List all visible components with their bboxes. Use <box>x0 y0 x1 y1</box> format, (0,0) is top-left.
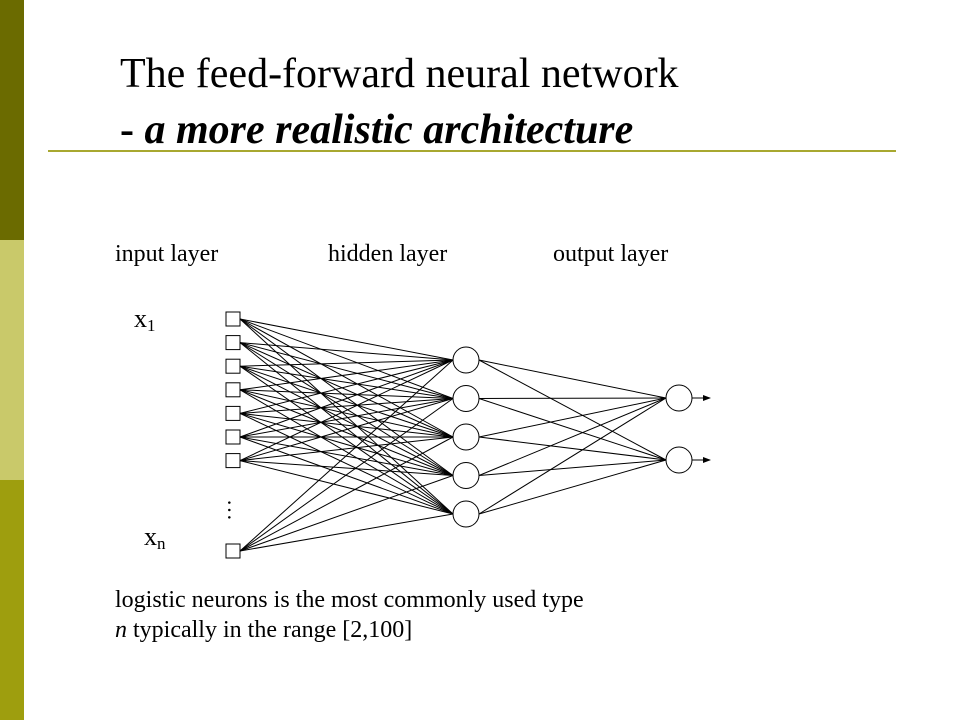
caption-line-1: logistic neurons is the most commonly us… <box>115 587 584 613</box>
slide-title: The feed-forward neural network <box>120 51 679 97</box>
connection-input-hidden <box>239 359 454 414</box>
connection-input-hidden <box>239 436 454 462</box>
connection-input-hidden <box>239 513 454 552</box>
connection-input-hidden <box>239 365 454 399</box>
connection-input-hidden <box>239 342 454 438</box>
output-unit <box>665 384 693 412</box>
connection-hidden-output <box>478 397 667 438</box>
slide-subtitle: - a more realistic architecture <box>120 106 633 154</box>
connection-input-hidden <box>239 359 454 391</box>
input-unit <box>225 358 241 374</box>
network-connections <box>239 318 711 552</box>
connection-hidden-output <box>478 397 667 399</box>
connection-input-hidden <box>239 460 454 476</box>
input-unit <box>225 311 241 327</box>
connection-hidden-output <box>478 436 667 461</box>
connection-input-hidden <box>239 389 454 399</box>
sidebar-band-top <box>0 0 24 240</box>
input-unit <box>225 543 241 559</box>
connection-input-hidden <box>239 342 454 399</box>
input-ellipsis: … <box>223 499 248 521</box>
connection-hidden-output <box>478 397 667 515</box>
input-variable-last-sub: n <box>157 534 166 553</box>
connection-input-hidden <box>239 359 454 438</box>
connection-input-hidden <box>239 359 454 462</box>
connection-input-hidden <box>239 365 454 438</box>
output-layer-label: output layer <box>553 241 669 267</box>
connection-input-hidden <box>239 460 454 515</box>
subtitle-dash: - <box>120 107 145 153</box>
hidden-unit <box>452 423 480 451</box>
hidden-unit <box>452 500 480 528</box>
subtitle-text: a more realistic architecture <box>144 107 634 153</box>
title-divider <box>48 150 896 152</box>
connection-input-hidden <box>239 436 454 476</box>
input-unit <box>225 429 241 445</box>
input-unit <box>225 335 241 351</box>
hidden-layer-label: hidden layer <box>328 241 448 267</box>
sidebar-band-bottom <box>0 480 24 720</box>
connection-input-hidden <box>239 436 454 552</box>
connection-hidden-output <box>478 359 667 461</box>
output-unit <box>665 446 693 474</box>
caption-line-2: n typically in the range [2,100] <box>115 616 412 644</box>
hidden-unit <box>452 385 480 412</box>
sidebar-band-middle <box>0 240 24 480</box>
caption-line-2-text: typically in the range [2,100] <box>127 617 413 643</box>
connection-input-hidden <box>239 398 454 552</box>
connection-input-hidden <box>239 318 454 438</box>
input-variable-first: x1 <box>134 305 156 340</box>
input-variable-first-sub: 1 <box>147 316 156 335</box>
connection-hidden-output <box>478 459 667 515</box>
connection-input-hidden <box>239 318 454 399</box>
connection-input-hidden <box>239 412 454 438</box>
input-unit <box>225 405 241 421</box>
connection-input-hidden <box>239 475 454 552</box>
connection-hidden-output <box>478 359 667 399</box>
hidden-unit <box>452 346 480 374</box>
network-units <box>225 311 693 559</box>
sidebar <box>0 0 24 720</box>
input-variable-first-base: x <box>134 304 147 333</box>
connection-hidden-output <box>478 459 667 476</box>
connection-hidden-output <box>478 398 667 461</box>
connection-input-hidden <box>239 398 454 438</box>
hidden-unit <box>452 462 480 489</box>
connection-input-hidden <box>239 342 454 361</box>
connection-input-hidden <box>239 389 454 438</box>
input-layer-label: input layer <box>115 241 219 267</box>
connection-input-hidden <box>239 359 454 367</box>
connection-input-hidden <box>239 359 454 552</box>
input-unit <box>225 453 241 469</box>
connection-input-hidden <box>239 398 454 414</box>
connection-input-hidden <box>239 318 454 361</box>
input-variable-last-base: x <box>144 522 157 551</box>
input-unit <box>225 382 241 398</box>
connection-input-hidden <box>239 398 454 462</box>
input-variable-last: xn <box>144 523 166 558</box>
caption-line-2-variable: n <box>115 617 127 643</box>
connection-hidden-output <box>478 397 667 476</box>
